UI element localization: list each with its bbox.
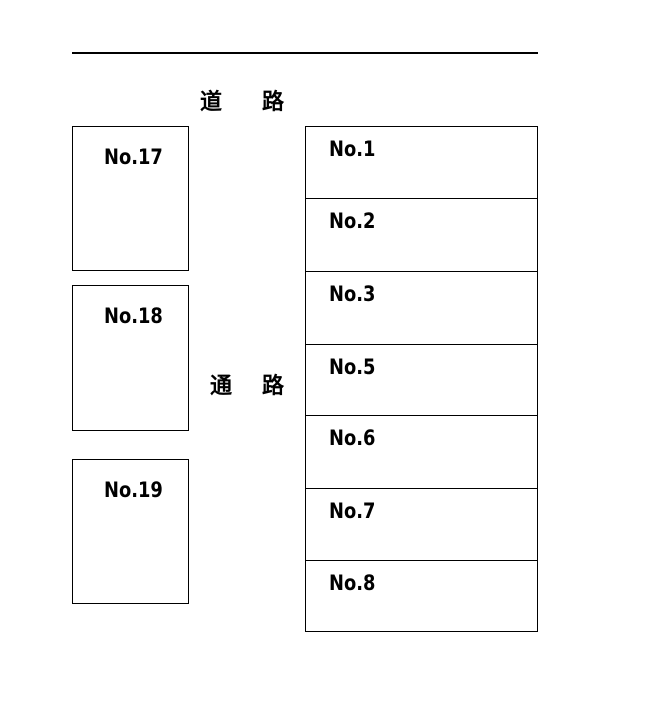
lot-17: No.17	[72, 126, 189, 271]
lot-label: No.3	[329, 282, 376, 306]
lot-label: No.19	[104, 478, 163, 502]
road-label: 道路	[200, 84, 300, 116]
lot-19: No.19	[72, 459, 189, 604]
lot-label: No.5	[329, 355, 376, 379]
lot-label: No.17	[104, 145, 163, 169]
lot-8: No.8	[306, 561, 537, 631]
lot-1: No.1	[306, 127, 537, 199]
lot-label: No.8	[329, 571, 376, 595]
lot-7: No.7	[306, 489, 537, 561]
lot-6: No.6	[306, 416, 537, 489]
road-label-char-2: 路	[262, 90, 285, 115]
right-lot-block: No.1 No.2 No.3 No.5 No.6 No.7 No.8	[305, 126, 538, 632]
lot-label: No.6	[329, 426, 376, 450]
lot-label: No.18	[104, 304, 163, 328]
aisle-label: 通路	[210, 368, 300, 400]
lot-18: No.18	[72, 285, 189, 431]
lot-label: No.7	[329, 499, 376, 523]
aisle-label-char-1: 通	[210, 374, 233, 399]
road-boundary-line	[72, 52, 538, 54]
lot-2: No.2	[306, 199, 537, 272]
aisle-label-char-2: 路	[262, 374, 285, 399]
lot-label: No.2	[329, 209, 376, 233]
lot-3: No.3	[306, 272, 537, 345]
lot-label: No.1	[329, 137, 376, 161]
road-label-char-1: 道	[200, 90, 223, 115]
lot-5: No.5	[306, 345, 537, 416]
